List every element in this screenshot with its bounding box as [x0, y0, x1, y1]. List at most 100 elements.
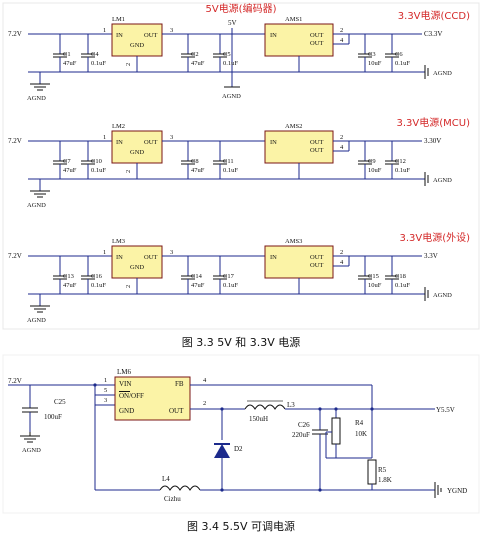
reg2-pin-out-b: OUT	[310, 262, 323, 269]
f2-gnd-junction1	[220, 488, 224, 492]
f2-r5-label: R5	[378, 466, 387, 474]
reg1-pin-num-2: 2	[125, 63, 132, 66]
reg2-chip	[264, 23, 334, 57]
f2-d2-symbol	[214, 444, 230, 458]
cap-in-name-1: C16	[91, 273, 103, 280]
f2-pin-num-4: 4	[203, 377, 207, 384]
row-output-net: 3.30V	[424, 137, 441, 145]
f2-agnd-label: AGND	[22, 447, 41, 454]
f2-l4-coil	[159, 485, 201, 491]
reg2-chip	[264, 245, 334, 279]
f2-fb-junction	[370, 407, 374, 411]
reg2-label: AMS1	[285, 16, 302, 23]
f2-c25-value: 100uF	[44, 413, 62, 421]
figure2-caption: 图 3.4 5.5V 可调电源	[187, 519, 295, 533]
reg1-pin-num-3: 3	[170, 134, 173, 141]
row-title-right: 3.3V电源(MCU)	[397, 116, 471, 129]
f2-pin-out: OUT	[169, 407, 184, 415]
cap-mid-value-1: 0.1uF	[223, 282, 238, 289]
row-gnd-label-right: AGND	[433, 292, 452, 299]
reg2-pin-num-2: 2	[340, 134, 343, 141]
f2-pin-onoff: ON/OFF	[119, 392, 144, 400]
cap-out-name-0: C9	[368, 158, 376, 165]
cap-mid-name-1: C11	[223, 158, 234, 165]
f2-ygnd-label: YGND	[447, 487, 467, 495]
cap-out-name-1: C12	[395, 158, 406, 165]
f2-c26-label: C26	[298, 421, 310, 429]
cap-out-value-1: 0.1uF	[395, 167, 410, 174]
reg1-pin-out: OUT	[144, 139, 157, 146]
cap-out-value-1: 0.1uF	[395, 282, 410, 289]
reg1-pin-num-1: 1	[103, 27, 106, 34]
reg2-pin-out-a: OUT	[310, 254, 323, 261]
cap-out-name-1: C6	[395, 51, 403, 58]
reg2-pin-out-b: OUT	[310, 40, 323, 47]
reg1-pin-num-3: 3	[170, 249, 173, 256]
cap-mid-value-0: 47uF	[191, 167, 205, 174]
cap-out-value-1: 0.1uF	[395, 60, 410, 67]
reg1-pin-num-3: 3	[170, 27, 173, 34]
figure1-frame	[2, 2, 480, 330]
f2-pin-fb: FB	[175, 380, 184, 388]
f2-output-net: Y5.5V	[436, 406, 455, 414]
row-title-right: 3.3V电源(外设)	[399, 231, 470, 244]
reg2-pin-num-2: 2	[340, 249, 343, 256]
row-gnd-label-left: AGND	[27, 202, 46, 209]
row-title-right: 3.3V电源(CCD)	[398, 9, 470, 22]
row-gnd-label-right: AGND	[433, 70, 452, 77]
f2-l3-coil	[244, 404, 286, 410]
cap-out-name-0: C15	[368, 273, 379, 280]
f2-lm6-label: LM6	[117, 368, 132, 376]
row-title-left: 5V电源(编码器)	[205, 2, 276, 15]
cap-out-value-0: 10uF	[368, 282, 382, 289]
row-input-label: 7.2V	[8, 252, 22, 260]
reg1-pin-gnd: GND	[130, 42, 144, 49]
cap-mid-name-1: C17	[223, 273, 235, 280]
row-gnd-label-left: AGND	[27, 317, 46, 324]
cap-mid-name-0: C14	[191, 273, 203, 280]
reg1-chip	[111, 23, 163, 57]
reg2-pin-num-2: 2	[340, 27, 343, 34]
cap-out-value-0: 10uF	[368, 167, 382, 174]
row-input-label: 7.2V	[8, 30, 22, 38]
cap-in-name-1: C4	[91, 51, 99, 58]
f2-c26-value: 220uF	[292, 431, 310, 439]
cap-in-name-0: C1	[63, 51, 71, 58]
reg2-pin-in: IN	[270, 32, 277, 39]
reg1-chip	[111, 130, 163, 164]
f2-r4-value: 10K	[355, 430, 367, 438]
cap-mid-name-1: C5	[223, 51, 231, 58]
cap-mid-value-0: 47uF	[191, 60, 205, 67]
f2-input-label: 7.2V	[8, 377, 22, 385]
reg2-pin-out-a: OUT	[310, 32, 323, 39]
cap-out-name-0: C3	[368, 51, 376, 58]
f2-c25-label: C25	[54, 398, 66, 406]
cap-in-value-1: 0.1uF	[91, 282, 106, 289]
figure2: 7.2V C25 100uF AGND LM6 VIN FB ON/OFF GN…	[2, 354, 480, 514]
f2-lm6-chip	[114, 376, 191, 421]
reg1-pin-num-2: 2	[125, 285, 132, 288]
reg2-label: AMS3	[285, 238, 302, 245]
reg2-pin-num-4: 4	[340, 144, 344, 151]
row-agnd-mid-label: AGND	[222, 93, 241, 100]
cap-mid-value-1: 0.1uF	[223, 60, 238, 67]
row-output-net: 3.3V	[424, 252, 438, 260]
f2-l3-label: L3	[287, 401, 295, 409]
f2-l3-value: 150uH	[249, 415, 268, 423]
reg1-pin-in: IN	[116, 32, 123, 39]
cap-out-name-1: C18	[395, 273, 406, 280]
reg2-pin-in: IN	[270, 139, 277, 146]
reg1-pin-num-2: 2	[125, 170, 132, 173]
cap-in-name-0: C7	[63, 158, 71, 165]
reg2-pin-num-4: 4	[340, 37, 344, 44]
reg1-pin-num-1: 1	[103, 249, 106, 256]
f2-l4-label: L4	[162, 475, 170, 483]
cap-in-value-0: 47uF	[63, 282, 77, 289]
cap-in-value-0: 47uF	[63, 60, 77, 67]
cap-in-value-1: 0.1uF	[91, 60, 106, 67]
